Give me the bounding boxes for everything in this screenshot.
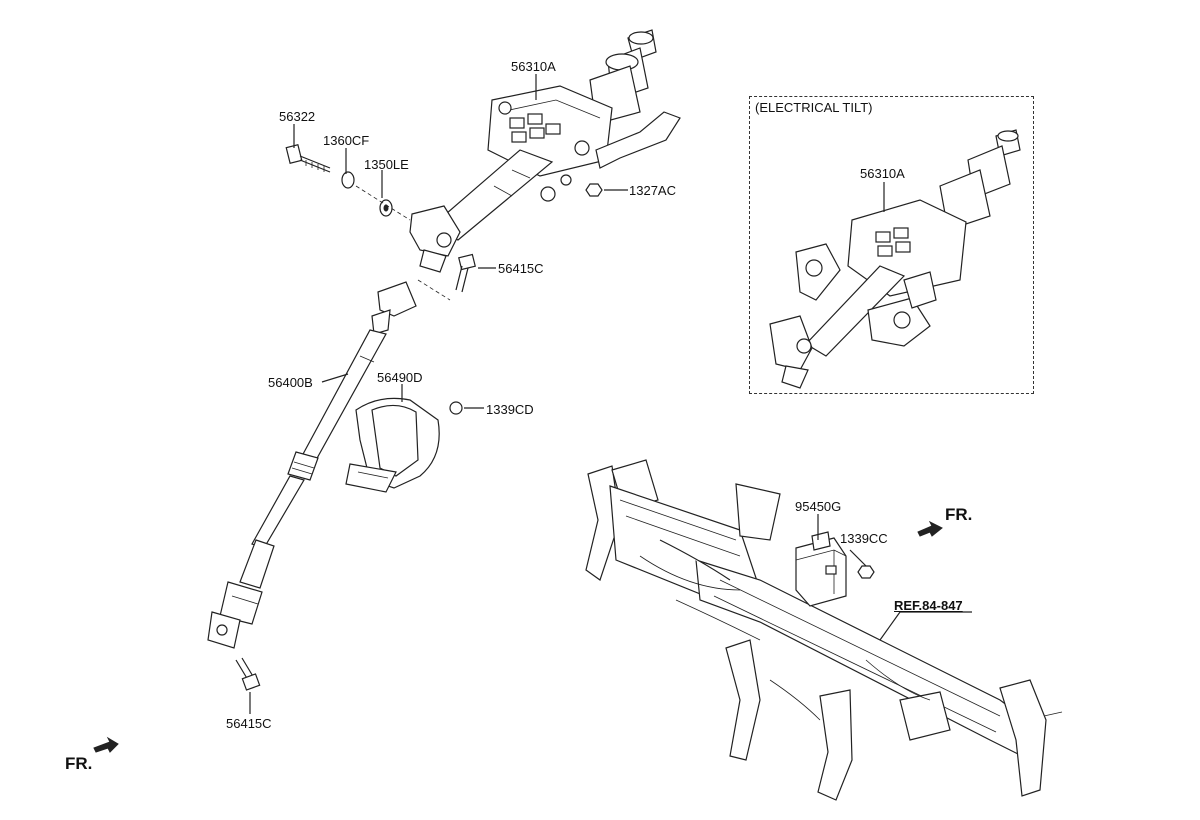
nut-1339cd-drawing	[449, 401, 463, 415]
fr-arrow-right-icon	[917, 520, 943, 537]
leader-lines	[249, 74, 972, 714]
shaft-cover-drawing	[345, 397, 440, 493]
nut-1339cc-drawing	[857, 565, 875, 579]
label-1350le: 1350LE	[364, 157, 409, 172]
label-56415c-top: 56415C	[498, 261, 544, 276]
label-1360cf: 1360CF	[323, 133, 370, 148]
label-1327ac: 1327AC	[629, 183, 676, 198]
label-56322: 56322	[279, 109, 316, 124]
intermediate-shaft-drawing	[207, 281, 417, 649]
label-56415c-bottom: 56415C	[226, 716, 272, 731]
dash-crossmember-drawing	[585, 459, 1063, 801]
label-95450g: 95450G	[795, 499, 842, 514]
label-56310a: 56310A	[511, 59, 556, 74]
bolt-56322-drawing	[285, 144, 411, 221]
label-56490d: 56490D	[377, 370, 423, 385]
fr-arrow-left-icon	[93, 736, 119, 753]
nut-1327ac-drawing	[585, 183, 603, 197]
fr-label-right: FR.	[945, 505, 973, 524]
bolt-56415c-top-drawing	[417, 253, 476, 301]
reference-label: REF.84-847	[894, 598, 963, 613]
inset-column-drawing	[769, 129, 1021, 389]
electrical-tilt-inset	[749, 96, 1034, 394]
bolt-56415c-bottom-drawing	[235, 657, 261, 691]
inset-label-56310a: 56310A	[860, 166, 905, 181]
label-1339cc: 1339CC	[840, 531, 888, 546]
inset-title: (ELECTRICAL TILT)	[755, 100, 873, 115]
fr-label-left: FR.	[65, 754, 93, 773]
steering-column-drawing	[409, 29, 681, 273]
module-95450g-drawing	[795, 531, 847, 607]
label-56400b: 56400B	[268, 375, 313, 390]
label-1339cd: 1339CD	[486, 402, 534, 417]
